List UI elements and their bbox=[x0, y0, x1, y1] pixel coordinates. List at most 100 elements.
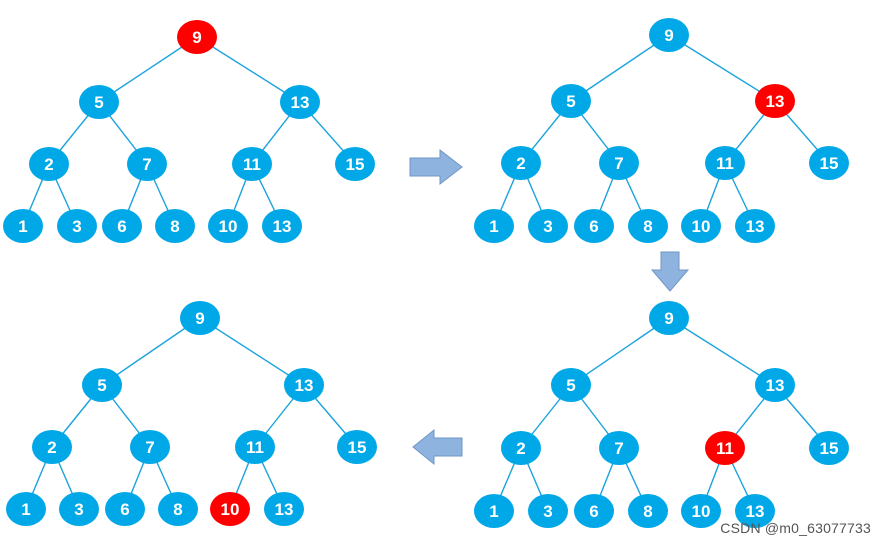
node-label: 3 bbox=[74, 500, 83, 519]
tree-edge bbox=[199, 317, 305, 386]
node-circle bbox=[130, 430, 170, 464]
node-label: 5 bbox=[566, 92, 575, 111]
tree-node: 9 bbox=[180, 301, 220, 335]
node-circle bbox=[262, 209, 302, 243]
node-label: 3 bbox=[543, 217, 552, 236]
node-label: 13 bbox=[766, 92, 785, 111]
node-circle bbox=[649, 18, 689, 52]
node-label: 5 bbox=[94, 93, 103, 112]
tree-edge bbox=[668, 34, 776, 102]
tree-node: 5 bbox=[79, 85, 119, 119]
tree-node: 5 bbox=[551, 84, 591, 118]
tree-edge bbox=[570, 317, 670, 386]
node-label: 9 bbox=[664, 309, 673, 328]
tree-node: 6 bbox=[105, 492, 145, 526]
node-label: 10 bbox=[692, 502, 711, 521]
node-circle bbox=[474, 209, 514, 243]
node-label: 7 bbox=[142, 155, 151, 174]
tree-node: 13 bbox=[755, 368, 795, 402]
tree-edge bbox=[101, 317, 201, 386]
node-label: 1 bbox=[21, 500, 30, 519]
highlighted-node-circle bbox=[755, 84, 795, 118]
tree-node: 11 bbox=[705, 431, 745, 465]
tree-node: 15 bbox=[337, 430, 377, 464]
tree-node: 5 bbox=[551, 368, 591, 402]
node-label: 13 bbox=[746, 217, 765, 236]
node-circle bbox=[102, 209, 142, 243]
tree-node: 9 bbox=[649, 301, 689, 335]
node-circle bbox=[528, 494, 568, 528]
highlighted-node-circle bbox=[705, 431, 745, 465]
node-circle bbox=[57, 209, 97, 243]
tree-node: 1 bbox=[474, 494, 514, 528]
tree-node: 13 bbox=[735, 209, 775, 243]
node-label: 10 bbox=[219, 217, 238, 236]
node-label: 1 bbox=[18, 217, 27, 236]
node-circle bbox=[501, 431, 541, 465]
node-circle bbox=[735, 494, 775, 528]
node-label: 13 bbox=[766, 376, 785, 395]
node-label: 3 bbox=[72, 217, 81, 236]
node-circle bbox=[335, 147, 375, 181]
tree-node: 2 bbox=[501, 431, 541, 465]
tree-node: 1 bbox=[3, 209, 43, 243]
node-circle bbox=[681, 209, 721, 243]
tree-node: 2 bbox=[32, 430, 72, 464]
node-circle bbox=[628, 494, 668, 528]
tree-node: 2 bbox=[501, 146, 541, 180]
node-label: 10 bbox=[692, 217, 711, 236]
tree-node: 7 bbox=[130, 430, 170, 464]
tree-node: 13 bbox=[264, 492, 304, 526]
node-label: 9 bbox=[664, 26, 673, 45]
watermark: CSDN @m0_63077733 bbox=[720, 520, 871, 536]
tree-node: 8 bbox=[158, 492, 198, 526]
tree-edge bbox=[196, 36, 301, 103]
node-circle bbox=[235, 430, 275, 464]
node-label: 13 bbox=[746, 502, 765, 521]
node-label: 15 bbox=[348, 438, 367, 457]
tree-node: 6 bbox=[574, 494, 614, 528]
tree-node: 3 bbox=[528, 209, 568, 243]
tree-node: 8 bbox=[628, 494, 668, 528]
node-circle bbox=[6, 492, 46, 526]
node-circle bbox=[82, 368, 122, 402]
node-circle bbox=[574, 209, 614, 243]
node-circle bbox=[79, 85, 119, 119]
tree-node: 3 bbox=[57, 209, 97, 243]
node-label: 6 bbox=[117, 217, 126, 236]
node-label: 13 bbox=[275, 500, 294, 519]
node-circle bbox=[158, 492, 198, 526]
node-label: 9 bbox=[192, 28, 201, 47]
node-circle bbox=[574, 494, 614, 528]
tree-node: 11 bbox=[232, 147, 272, 181]
node-circle bbox=[474, 494, 514, 528]
tree-edge bbox=[570, 34, 670, 102]
tree-node: 15 bbox=[809, 146, 849, 180]
node-circle bbox=[180, 301, 220, 335]
node-label: 8 bbox=[170, 217, 179, 236]
node-circle bbox=[284, 368, 324, 402]
tree-node: 13 bbox=[262, 209, 302, 243]
node-label: 5 bbox=[566, 376, 575, 395]
node-label: 15 bbox=[346, 155, 365, 174]
node-label: 11 bbox=[716, 154, 734, 173]
node-circle bbox=[127, 147, 167, 181]
tree-node: 7 bbox=[127, 147, 167, 181]
tree-node: 10 bbox=[208, 209, 248, 243]
node-circle bbox=[735, 209, 775, 243]
node-circle bbox=[649, 301, 689, 335]
node-label: 7 bbox=[145, 438, 154, 457]
node-circle bbox=[599, 431, 639, 465]
node-circle bbox=[528, 209, 568, 243]
node-label: 7 bbox=[614, 439, 623, 458]
tree-node: 15 bbox=[809, 431, 849, 465]
node-label: 13 bbox=[295, 376, 314, 395]
node-label: 11 bbox=[243, 155, 261, 174]
tree-node: 3 bbox=[528, 494, 568, 528]
node-circle bbox=[337, 430, 377, 464]
node-label: 6 bbox=[589, 502, 598, 521]
tree-node: 7 bbox=[599, 146, 639, 180]
node-label: 15 bbox=[820, 439, 839, 458]
node-label: 13 bbox=[291, 93, 310, 112]
